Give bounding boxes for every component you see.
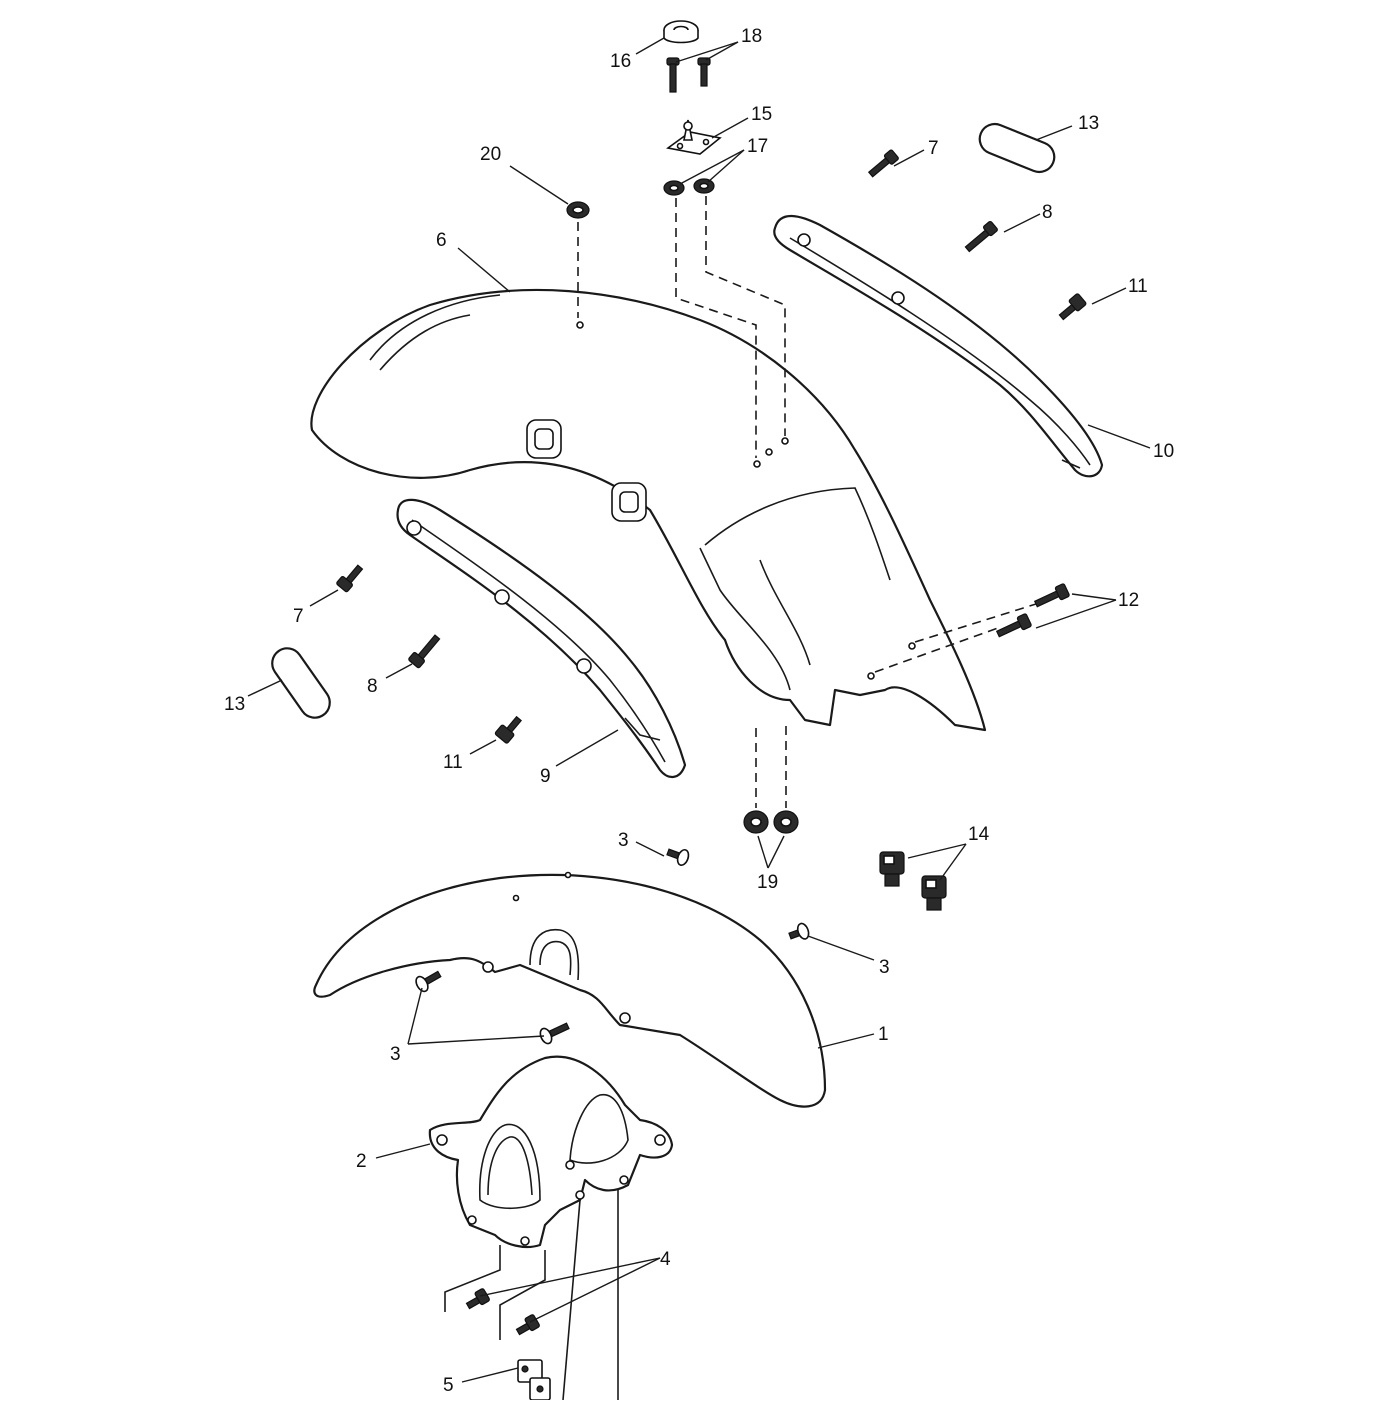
callout-3-a: 3: [618, 830, 629, 851]
callout-14: 14: [968, 824, 990, 845]
badge-part-13-lower: [271, 647, 331, 719]
callout-13-lower: 13: [224, 694, 245, 715]
fender-rail-part-9: [396, 498, 687, 778]
callout-7-upper: 7: [928, 138, 939, 159]
fender-bracket-part-2: [428, 1055, 674, 1249]
leader-lines: [247, 37, 1151, 1383]
callout-1: 1: [878, 1024, 889, 1045]
callout-7-lower: 7: [293, 606, 304, 627]
fender-rail-part-10: [773, 214, 1104, 478]
callout-2: 2: [356, 1151, 367, 1172]
callout-8-lower: 8: [367, 676, 378, 697]
front-fender-part-1: [313, 871, 827, 1108]
nuts-part-19: [743, 810, 799, 834]
callout-15: 15: [751, 104, 772, 125]
callout-4: 4: [660, 1249, 671, 1270]
callout-6: 6: [436, 230, 447, 251]
bolts: [336, 149, 1087, 1336]
callout-11-lower: 11: [443, 752, 463, 773]
callout-3-b: 3: [879, 957, 890, 978]
callout-19: 19: [757, 872, 778, 893]
rear-fender-part-6: [310, 288, 987, 732]
bracket-strap-lines: [444, 1190, 619, 1401]
callout-17: 17: [747, 136, 768, 157]
callout-12: 12: [1118, 590, 1139, 611]
callout-9: 9: [540, 766, 551, 787]
callout-18: 18: [741, 26, 762, 47]
assembly-dashed-lines: [577, 196, 1037, 808]
stud-plate-part-15: [666, 119, 722, 155]
screws-part-18: [666, 57, 711, 93]
callout-16: 16: [610, 51, 631, 72]
callout-13-upper: 13: [1078, 113, 1099, 134]
nut-part-20: [566, 201, 590, 219]
callout-10: 10: [1153, 441, 1174, 462]
clip-part-5: [517, 1359, 551, 1401]
clips-part-14: [879, 851, 947, 911]
callout-5: 5: [443, 1375, 454, 1396]
callout-labels: 16 18 15 17 20 6 13 7 8 11 10 12 7 8 13 …: [224, 26, 1174, 1396]
callout-11-upper: 11: [1128, 276, 1148, 297]
badge-part-13-upper: [978, 122, 1056, 174]
callout-3-c: 3: [390, 1044, 401, 1065]
callout-20: 20: [480, 144, 501, 165]
nuts-part-17: [663, 178, 715, 196]
callout-8-upper: 8: [1042, 202, 1053, 223]
washer-part-16: [663, 20, 699, 44]
